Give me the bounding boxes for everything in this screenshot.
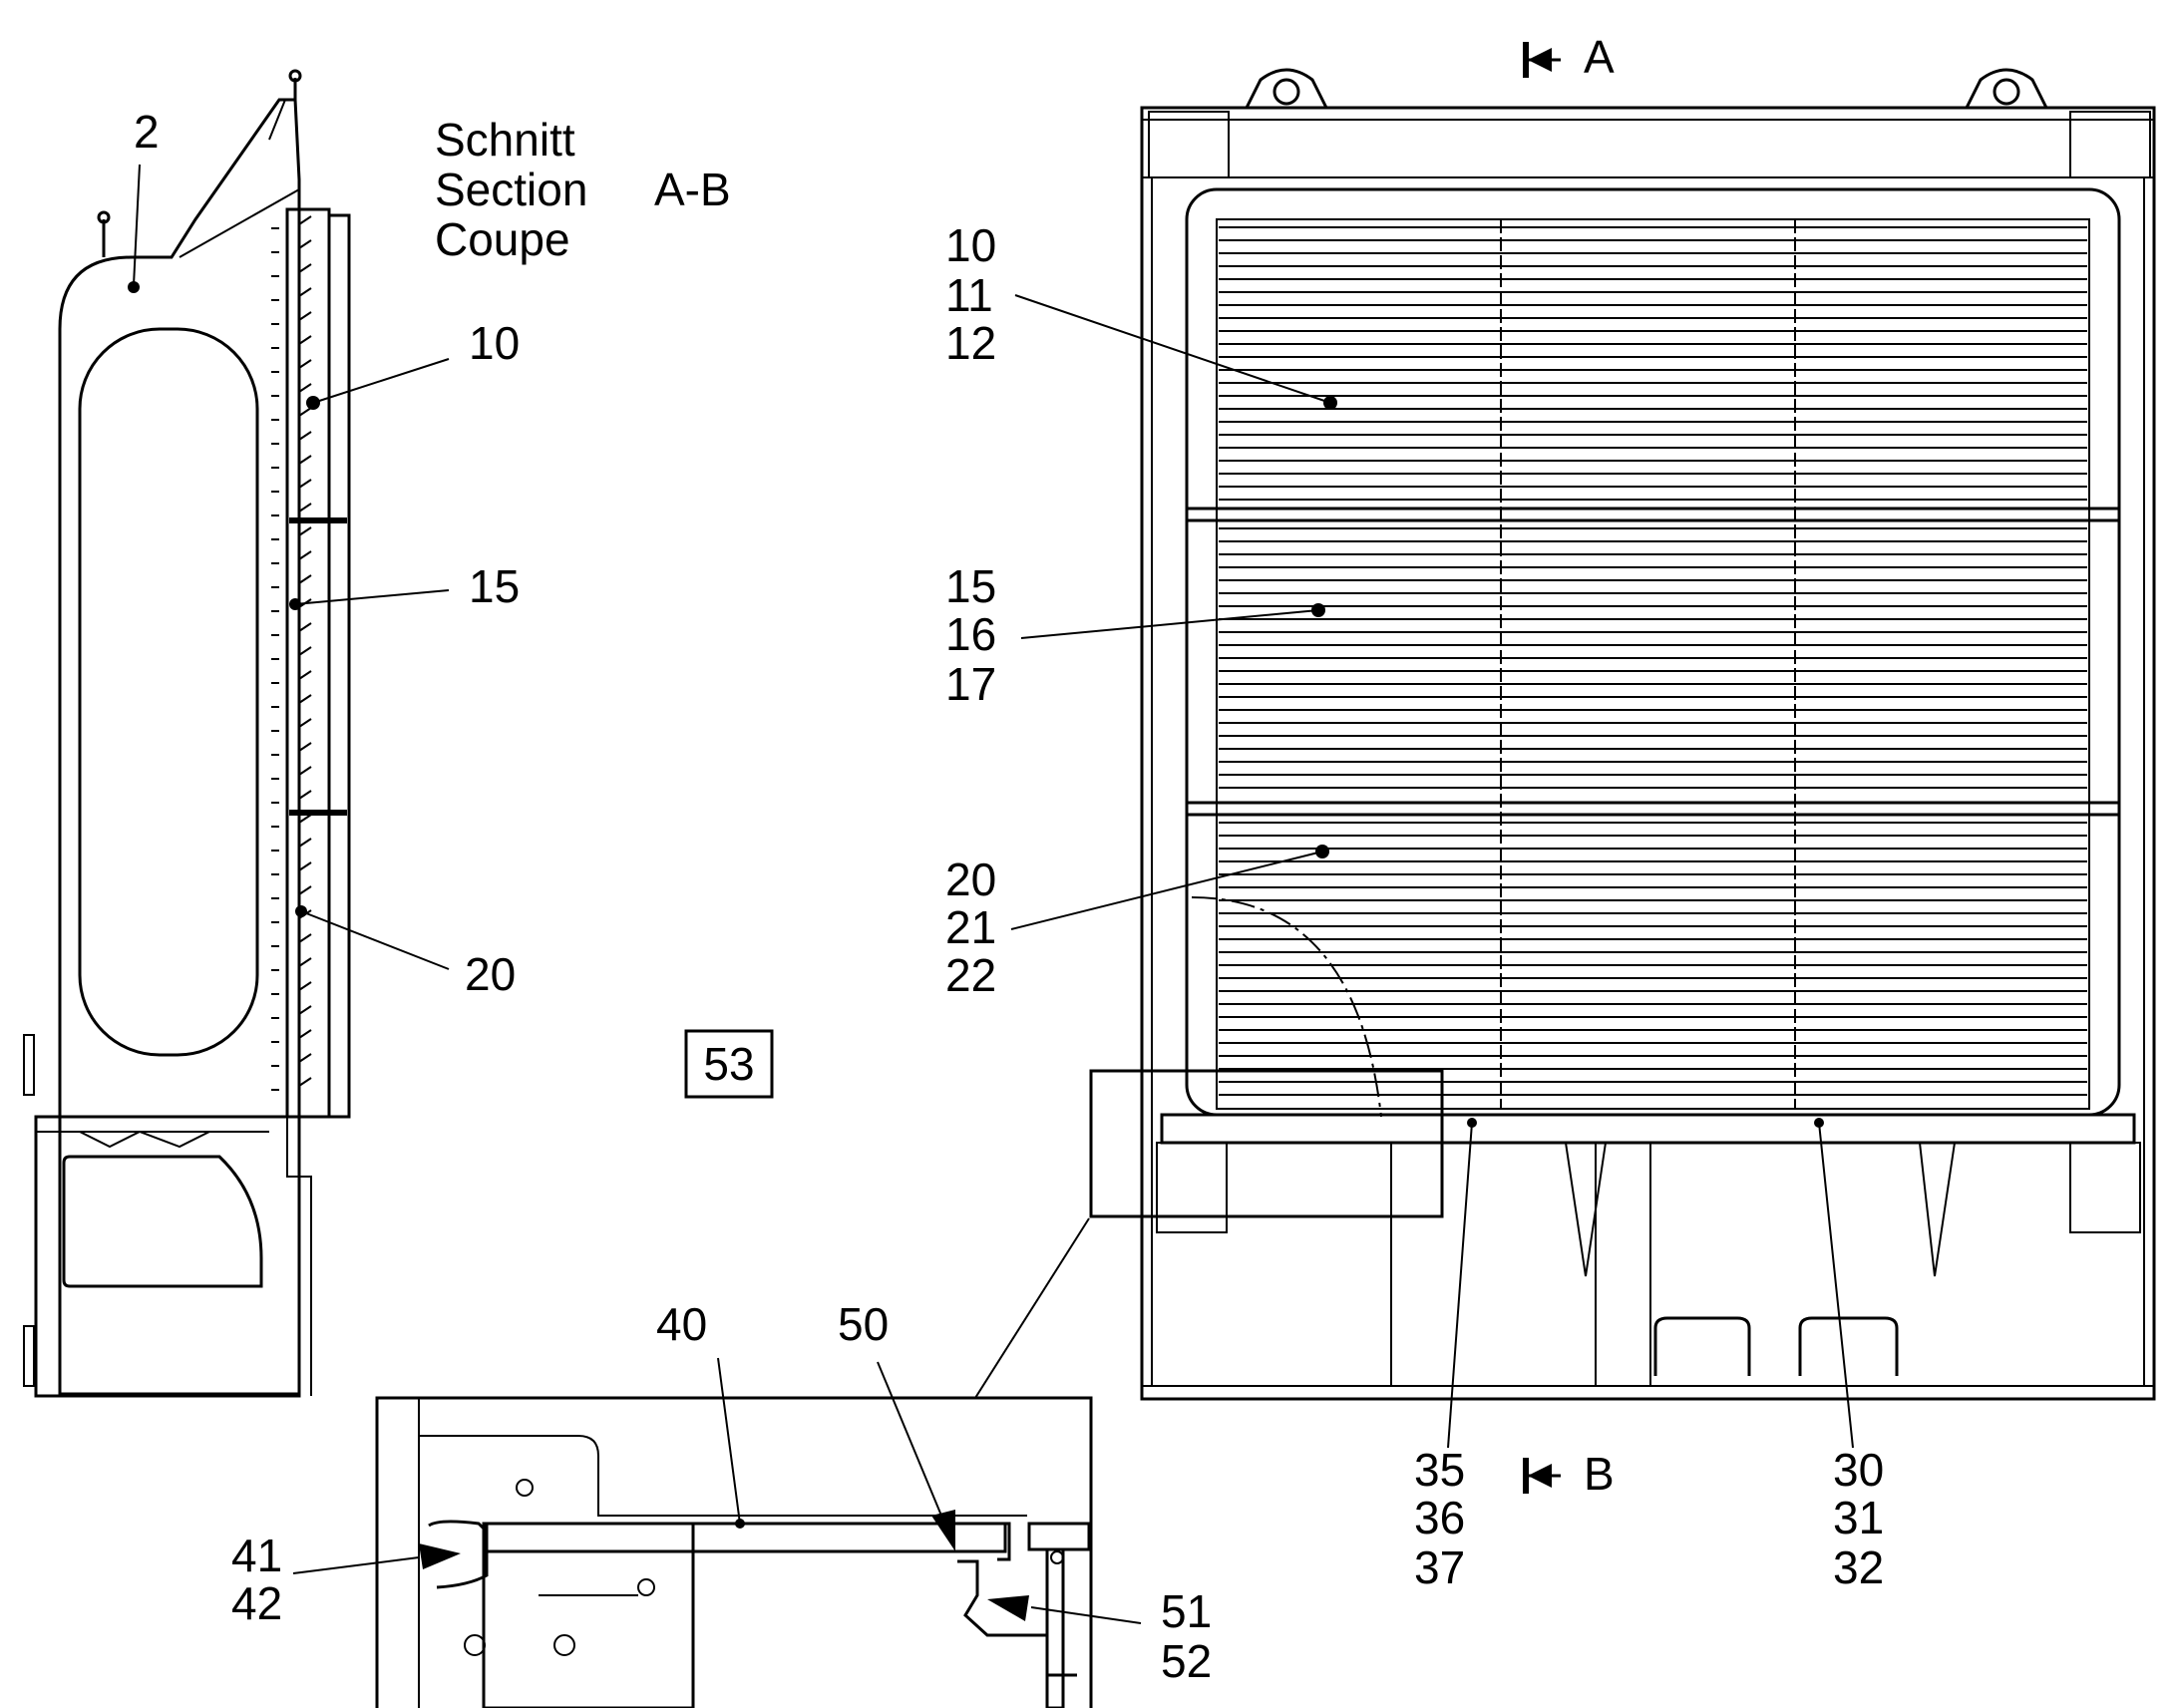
callout-latch: 50	[838, 1298, 889, 1350]
section-title-line2: Section	[435, 164, 587, 215]
callout-upper-panel: 10	[469, 317, 520, 369]
louvre-blade	[271, 766, 312, 780]
louvre-blade	[271, 790, 312, 804]
callout-middle-2: 16	[945, 608, 996, 660]
louvre-blade	[271, 957, 312, 971]
leader-dot	[1814, 1118, 1824, 1128]
callout-lower-panel: 20	[465, 948, 516, 1000]
louvre-blade	[271, 814, 312, 828]
right-callouts: 10 11 12 15 16 17 20 21 22 35 36 37 30 3…	[945, 219, 1884, 1593]
callout-upper-1: 10	[945, 219, 996, 271]
boxed-item: 53	[684, 1029, 774, 1099]
louvre-blade	[271, 479, 312, 493]
leader-dot	[735, 1519, 745, 1529]
callout-middle-3: 17	[945, 658, 996, 710]
callout-right-fastener-1: 51	[1161, 1585, 1212, 1637]
louvre-blade	[271, 1005, 312, 1019]
louvre-blade	[271, 526, 312, 540]
callout-middle-panel: 15	[469, 560, 520, 612]
boxed-item-label: 53	[703, 1038, 754, 1090]
louvre-blade	[271, 885, 312, 899]
callout-bottom-left-1: 35	[1414, 1444, 1465, 1496]
arrow-down-icon	[931, 1510, 955, 1551]
leader-dot	[289, 598, 301, 610]
louvre-blade	[271, 981, 312, 995]
section-marker-bottom: B	[1523, 1448, 1615, 1500]
louvre-blade	[271, 311, 312, 325]
callout-bottom-right-2: 31	[1833, 1492, 1884, 1543]
louvre-blade	[271, 1077, 312, 1091]
louvre-blade	[271, 550, 312, 564]
detail-callouts: 40 41 42 50 51 52	[231, 1298, 1212, 1687]
arrow-left-icon	[1528, 1464, 1552, 1488]
section-title-line1: Schnitt	[435, 114, 575, 166]
leader-dot	[1323, 396, 1337, 410]
left-callouts: 2 10 15 20	[128, 106, 520, 1000]
louvre-blade	[271, 670, 312, 684]
arrow-right-icon	[419, 1543, 461, 1569]
leader-dot	[1311, 603, 1325, 617]
louvre-blade	[271, 861, 312, 875]
louvre-blade	[271, 335, 312, 349]
louvre-blade	[271, 383, 312, 397]
louvre-blade	[271, 574, 312, 588]
callout-bottom-right-3: 32	[1833, 1541, 1884, 1593]
callout-upper-3: 12	[945, 317, 996, 369]
arrow-left-icon	[1528, 48, 1552, 72]
louvre-blade	[271, 1053, 312, 1067]
arrow-left-icon	[987, 1595, 1029, 1621]
louvre-blade	[271, 263, 312, 277]
callout-lower-1: 20	[945, 854, 996, 905]
leader-dot	[306, 396, 320, 410]
louvre-blade	[271, 933, 312, 947]
callout-rail: 40	[656, 1298, 707, 1350]
louvre-blade	[271, 215, 312, 229]
section-title: Schnitt Section Coupe A-B	[435, 114, 731, 265]
leader-dot	[1315, 845, 1329, 858]
callout-lower-3: 22	[945, 949, 996, 1001]
callout-left-fastener-2: 42	[231, 1577, 282, 1629]
louvre-blade	[271, 742, 312, 756]
detail-view	[375, 1396, 1093, 1708]
section-marker-bottom-label: B	[1584, 1448, 1615, 1500]
louvre-blade	[271, 287, 312, 301]
callout-right-fastener-2: 52	[1161, 1635, 1212, 1687]
louvre-blade	[271, 694, 312, 708]
callout-lower-2: 21	[945, 901, 996, 953]
louvre-blade	[271, 239, 312, 253]
section-title-id: A-B	[654, 164, 731, 215]
section-title-line3: Coupe	[435, 213, 570, 265]
callout-bottom-right-1: 30	[1833, 1444, 1884, 1496]
right-front-view	[974, 68, 2156, 1401]
louvre-blade	[271, 718, 312, 732]
louvre-blade	[271, 455, 312, 469]
section-marker-top-label: A	[1584, 31, 1615, 83]
leader-dot	[295, 905, 307, 917]
callout-bottom-left-2: 36	[1414, 1492, 1465, 1543]
louvre-blade	[271, 503, 312, 516]
louvre-blade	[271, 1029, 312, 1043]
section-marker-top: A	[1523, 31, 1615, 83]
leader-dot	[128, 281, 140, 293]
louvre-blade	[271, 431, 312, 445]
louvre-blade	[271, 359, 312, 373]
left-section-view	[23, 69, 351, 1398]
callout-bottom-left-3: 37	[1414, 1541, 1465, 1593]
callout-middle-1: 15	[945, 560, 996, 612]
louvre-blade	[271, 622, 312, 636]
callout-left-fastener-1: 41	[231, 1530, 282, 1581]
louvre-blade	[271, 646, 312, 660]
callout-upper-2: 11	[945, 269, 993, 321]
louvre-blade	[271, 838, 312, 852]
louvre-blade	[271, 407, 312, 421]
callout-body: 2	[134, 106, 160, 158]
leader-dot	[1467, 1118, 1477, 1128]
